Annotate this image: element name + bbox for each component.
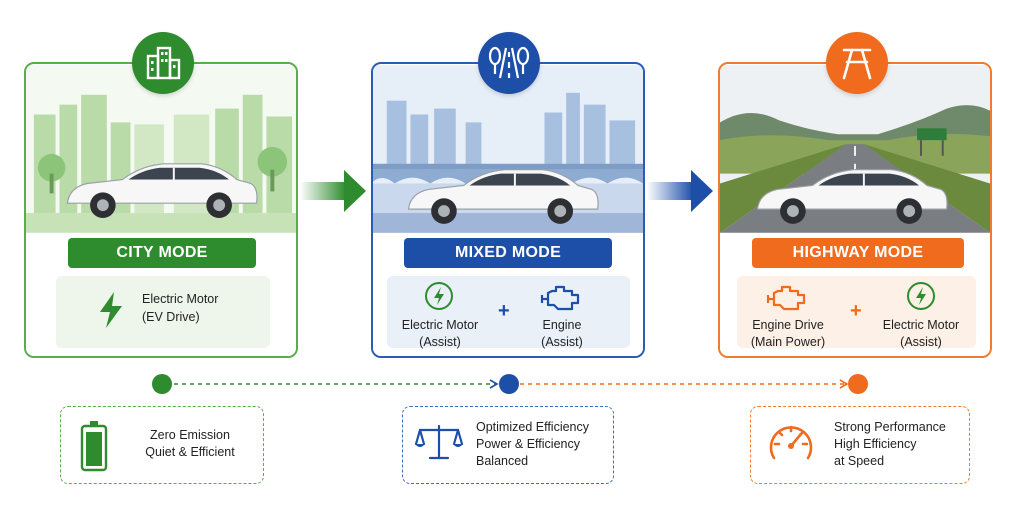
highway-note-line2: High Efficiency (834, 437, 917, 451)
highway-source2-line2: (Assist) (900, 335, 942, 349)
highway-road-icon (842, 48, 872, 80)
road-trees-icon (488, 46, 530, 79)
city-timeline-dot (152, 374, 172, 394)
battery-icon (80, 421, 108, 472)
highway-source1-line1: Engine Drive (752, 318, 824, 332)
highway-mode-label: HIGHWAY MODE (752, 238, 964, 268)
mixed-note-line3: Balanced (476, 454, 529, 468)
mixed-timeline-dot (499, 374, 519, 394)
mixed-source1-line2: (Assist) (419, 335, 461, 349)
city-buildings-icon (146, 46, 181, 80)
mixed-source2-line2: (Assist) (541, 335, 583, 349)
city-note-line1: Zero Emission (150, 428, 230, 442)
city-power-source-box (56, 276, 270, 348)
mixed-power-source-box (387, 276, 630, 348)
car-illustration (407, 169, 599, 224)
engine-icon (766, 285, 806, 311)
city-source-line2: (EV Drive) (142, 310, 200, 324)
timeline-connector (174, 379, 849, 389)
mixed-source2-line1: Engine (542, 318, 582, 332)
highway-note-line1: Strong Performance (834, 420, 946, 434)
car-illustration (756, 169, 948, 224)
lightning-bolt-circle-icon (425, 282, 453, 310)
city-note-line2: Quiet & Efficient (145, 445, 235, 459)
highway-source2-line1: Electric Motor (882, 318, 960, 332)
plus-sign: + (850, 300, 862, 322)
highway-timeline-dot (848, 374, 868, 394)
city-mode-label: CITY MODE (68, 238, 256, 268)
highway-benefit-note (750, 406, 970, 484)
balance-scale-icon (414, 424, 464, 460)
highway-power-source-box (737, 276, 976, 348)
highway-mode-badge-icon (826, 32, 888, 94)
highway-source1-line2: (Main Power) (750, 335, 826, 349)
engine-icon (540, 285, 580, 311)
plus-sign: + (498, 300, 510, 322)
city-benefit-note (60, 406, 264, 484)
mixed-benefit-note (402, 406, 614, 484)
mixed-source1-line1: Electric Motor (401, 318, 479, 332)
highway-note-line3: at Speed (834, 454, 885, 468)
lightning-bolt-icon (100, 292, 122, 328)
lightning-bolt-circle-icon (907, 282, 935, 310)
mixed-mode-label: MIXED MODE (404, 238, 612, 268)
car-illustration (66, 163, 258, 218)
speedometer-icon (769, 425, 813, 460)
mixed-note-line1: Optimized Efficiency (476, 420, 590, 434)
city-mode-badge-icon (132, 32, 194, 94)
mixed-note-line2: Power & Efficiency (476, 437, 580, 451)
flow-arrow-city-to-mixed (300, 168, 368, 214)
city-source-line1: Electric Motor (142, 292, 219, 306)
flow-arrow-mixed-to-highway (647, 168, 715, 214)
mixed-mode-badge-icon (478, 32, 540, 94)
